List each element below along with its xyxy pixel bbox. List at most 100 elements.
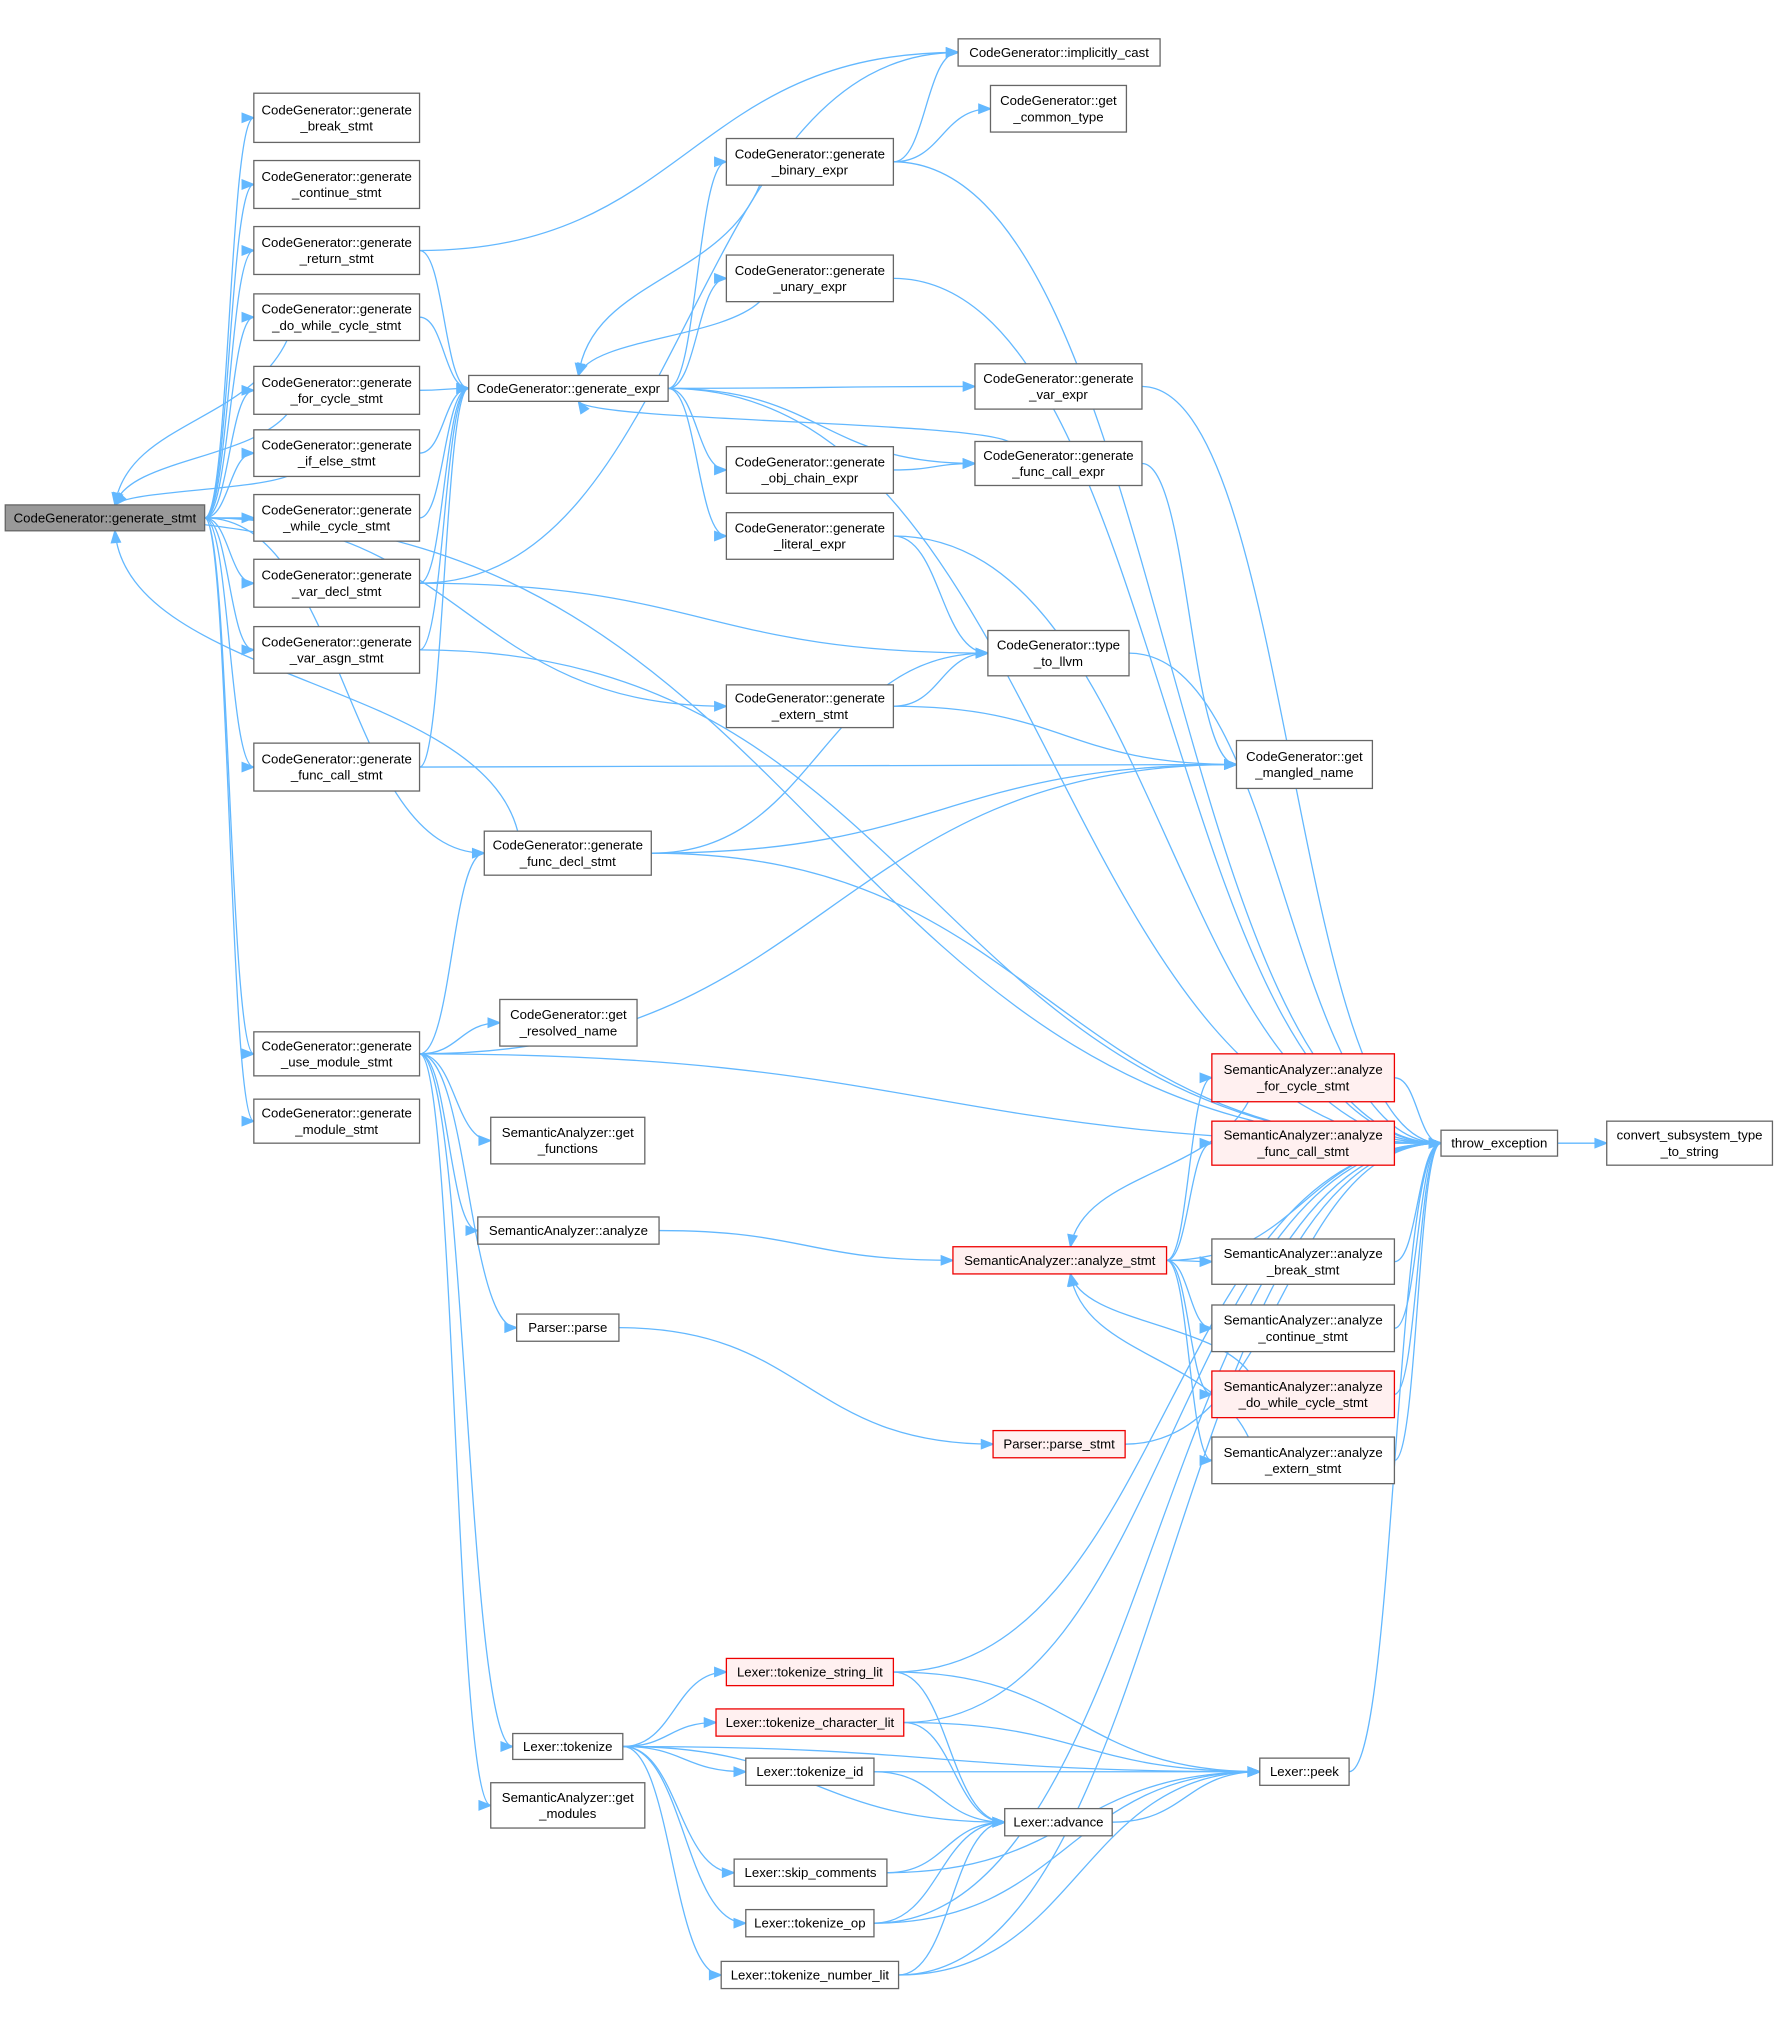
- node-label: _extern_stmt: [771, 707, 849, 722]
- node-break[interactable]: CodeGenerator::generate_break_stmt: [253, 92, 421, 144]
- node-expr[interactable]: CodeGenerator::generate_expr: [468, 374, 669, 402]
- node-unary[interactable]: CodeGenerator::generate_unary_expr: [725, 254, 895, 303]
- node-func-call-expr[interactable]: CodeGenerator::generate_func_call_expr: [974, 440, 1143, 487]
- node-if-else[interactable]: CodeGenerator::generate_if_else_stmt: [253, 429, 421, 478]
- node-skip[interactable]: Lexer::skip_comments: [733, 1858, 888, 1887]
- node-label: _common_type: [1012, 109, 1103, 124]
- edge-do_while-to-expr: [419, 316, 469, 390]
- node-label: Lexer::tokenize_id: [756, 1764, 863, 1779]
- node-tok-op[interactable]: Lexer::tokenize_op: [745, 1908, 875, 1938]
- node-peek[interactable]: Lexer::peek: [1259, 1757, 1350, 1786]
- edge-gen_stmt-to-break: [204, 117, 255, 519]
- node-return[interactable]: CodeGenerator::generate_return_stmt: [253, 225, 421, 276]
- node-box: [1235, 739, 1374, 790]
- node-label: CodeGenerator::generate: [493, 838, 643, 853]
- node-a-for[interactable]: SemanticAnalyzer::analyze_for_cycle_stmt: [1211, 1053, 1396, 1103]
- node-label: SemanticAnalyzer::analyze: [1224, 1128, 1383, 1143]
- node-label: CodeGenerator::type: [997, 638, 1120, 653]
- node-while[interactable]: CodeGenerator::generate_while_cycle_stmt: [253, 493, 421, 542]
- node-box: [989, 84, 1128, 133]
- node-box: [1259, 1757, 1350, 1786]
- node-box: [745, 1757, 875, 1786]
- node-label: _obj_chain_expr: [760, 471, 858, 486]
- arrowhead-icon: [478, 1799, 493, 1811]
- node-box: [715, 1708, 905, 1737]
- node-box: [974, 363, 1143, 410]
- node-resolved[interactable]: CodeGenerator::get_resolved_name: [499, 998, 638, 1047]
- node-get-modules[interactable]: SemanticAnalyzer::get_modules: [490, 1782, 646, 1829]
- node-obj-chain[interactable]: CodeGenerator::generate_obj_chain_expr: [725, 446, 895, 494]
- node-char-lit[interactable]: Lexer::tokenize_character_lit: [715, 1708, 905, 1737]
- node-box: [720, 1960, 900, 1990]
- arrowhead-icon: [980, 1438, 995, 1450]
- edge-var_asgn-to-expr: [419, 387, 470, 651]
- node-do-while[interactable]: CodeGenerator::generate_do_while_cycle_s…: [253, 293, 421, 342]
- node-box: [253, 429, 421, 478]
- node-label: _modules: [538, 1806, 597, 1821]
- arrowhead-icon: [241, 644, 256, 656]
- edge-analyze_stmt-to-a_continue: [1166, 1259, 1212, 1329]
- node-box: [725, 446, 895, 494]
- node-implicit[interactable]: CodeGenerator::implicitly_cast: [957, 38, 1161, 67]
- node-box: [987, 629, 1130, 677]
- node-label: CodeGenerator::generate: [735, 263, 885, 278]
- node-analyze-stmt[interactable]: SemanticAnalyzer::analyze_stmt: [952, 1246, 1168, 1275]
- node-var-expr[interactable]: CodeGenerator::generate_var_expr: [974, 363, 1143, 410]
- node-continue[interactable]: CodeGenerator::generate_continue_stmt: [253, 159, 421, 210]
- arrowhead-icon: [1199, 1256, 1214, 1268]
- edge-gen_stmt-to-module: [204, 517, 255, 1122]
- arrowhead-icon: [714, 1666, 729, 1678]
- arrowhead-icon: [500, 1740, 515, 1752]
- node-use-module[interactable]: CodeGenerator::generate_use_module_stmt: [253, 1031, 421, 1077]
- node-label: SemanticAnalyzer::analyze: [1224, 1313, 1383, 1328]
- edge-gen_stmt-to-do_while: [204, 316, 255, 519]
- node-tok-id[interactable]: Lexer::tokenize_id: [745, 1757, 875, 1786]
- node-a-do-while[interactable]: SemanticAnalyzer::analyze_do_while_cycle…: [1211, 1370, 1396, 1419]
- node-label: SemanticAnalyzer::analyze: [1224, 1062, 1383, 1077]
- edge-gen_stmt-to-extern: [204, 517, 727, 707]
- node-str-lit[interactable]: Lexer::tokenize_string_lit: [725, 1657, 895, 1687]
- node-throw[interactable]: throw_exception: [1440, 1129, 1559, 1157]
- node-var-asgn[interactable]: CodeGenerator::generate_var_asgn_stmt: [253, 625, 421, 674]
- node-a-continue[interactable]: SemanticAnalyzer::analyze_continue_stmt: [1211, 1304, 1396, 1353]
- node-for[interactable]: CodeGenerator::generate_for_cycle_stmt: [253, 365, 421, 415]
- edge-char_lit-to-throw: [903, 1142, 1442, 1724]
- node-advance[interactable]: Lexer::advance: [1004, 1807, 1113, 1837]
- node-label: throw_exception: [1451, 1136, 1547, 1151]
- node-type-llvm[interactable]: CodeGenerator::type_to_llvm: [987, 629, 1130, 677]
- node-parse[interactable]: Parser::parse: [515, 1313, 620, 1342]
- edge-expr-to-var_expr: [668, 385, 975, 390]
- node-a-extern[interactable]: SemanticAnalyzer::analyze_extern_stmt: [1211, 1436, 1396, 1485]
- node-gen-stmt[interactable]: CodeGenerator::generate_stmt: [4, 504, 206, 532]
- arrowhead-icon: [241, 447, 256, 459]
- node-label: _if_else_stmt: [297, 454, 376, 469]
- node-a-func-call[interactable]: SemanticAnalyzer::analyze_func_call_stmt: [1211, 1120, 1396, 1166]
- node-tokenize[interactable]: Lexer::tokenize: [512, 1732, 624, 1761]
- node-func-call-stmt[interactable]: CodeGenerator::generate_func_call_stmt: [253, 742, 421, 792]
- arrowhead-icon: [241, 179, 256, 190]
- node-extern[interactable]: CodeGenerator::generate_extern_stmt: [725, 684, 895, 729]
- node-label: _extern_stmt: [1264, 1461, 1342, 1476]
- node-module[interactable]: CodeGenerator::generate_module_stmt: [253, 1098, 421, 1144]
- node-label: Lexer::skip_comments: [745, 1865, 877, 1880]
- node-literal[interactable]: CodeGenerator::generate_literal_expr: [725, 512, 895, 560]
- arrowhead-icon: [241, 761, 256, 773]
- node-num-lit[interactable]: Lexer::tokenize_number_lit: [720, 1960, 900, 1990]
- node-var-decl[interactable]: CodeGenerator::generate_var_decl_stmt: [253, 558, 421, 608]
- node-box: [974, 440, 1143, 487]
- node-get-functions[interactable]: SemanticAnalyzer::get_functions: [490, 1116, 646, 1165]
- node-parse-stmt[interactable]: Parser::parse_stmt: [992, 1429, 1126, 1459]
- node-func-decl[interactable]: CodeGenerator::generate_func_decl_stmt: [483, 830, 652, 876]
- node-mangled[interactable]: CodeGenerator::get_mangled_name: [1235, 739, 1374, 790]
- node-a-break[interactable]: SemanticAnalyzer::analyze_break_stmt: [1211, 1238, 1396, 1285]
- node-binary[interactable]: CodeGenerator::generate_binary_expr: [725, 137, 895, 186]
- node-box: [725, 684, 895, 729]
- node-analyze[interactable]: SemanticAnalyzer::analyze: [477, 1216, 660, 1245]
- arrowhead-icon: [1199, 1072, 1214, 1084]
- node-common[interactable]: CodeGenerator::get_common_type: [989, 84, 1128, 133]
- node-box: [490, 1116, 646, 1165]
- node-convert[interactable]: convert_subsystem_type_to_string: [1606, 1120, 1774, 1166]
- node-box: [253, 1031, 421, 1077]
- arrowhead-icon: [1247, 1766, 1262, 1778]
